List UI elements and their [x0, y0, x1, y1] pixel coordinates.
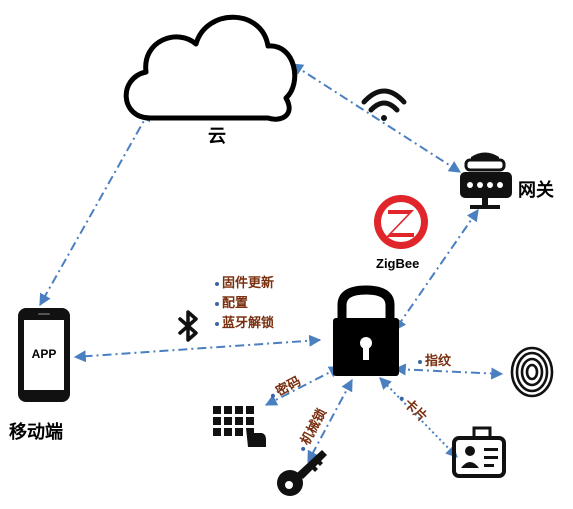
method-label: 指纹 [425, 354, 452, 369]
link-lock-card [379, 377, 458, 458]
fingerprint-label: 指纹 [418, 350, 451, 369]
bullet-dot [215, 301, 219, 306]
keypad-icon [213, 406, 266, 447]
mobile-phone-icon [18, 308, 70, 402]
cloud-label: 云 [208, 126, 226, 147]
bluetooth-icon [178, 310, 198, 342]
feature-label: 固件更新 [222, 276, 275, 291]
bullet-dot [215, 281, 219, 286]
feature-label: 蓝牙解锁 [222, 316, 275, 331]
feature-firmware-update: 固件更新 [215, 272, 274, 291]
feature-config: 配置 [215, 292, 248, 311]
zigbee-logo [374, 195, 428, 249]
zigbee-label: ZigBee [376, 256, 420, 271]
mobile-label: 移动端 [9, 422, 63, 443]
padlock-icon [333, 285, 399, 376]
link-lock-keypad [264, 366, 342, 406]
id-card-icon [452, 426, 506, 478]
link-lock-fingerprint [393, 363, 504, 380]
link-lock-mobile [73, 334, 322, 363]
mobile-screen-text: APP [31, 347, 57, 361]
bullet-dot [215, 321, 219, 326]
key-icon [277, 450, 327, 496]
fingerprint-icon [510, 346, 554, 398]
gateway-label: 网关 [518, 180, 554, 201]
link-cloud-gateway [290, 63, 462, 173]
link-cloud-mobile [39, 108, 151, 307]
link-lock-key [307, 378, 353, 464]
feature-label: 配置 [222, 296, 249, 311]
cloud-icon [123, 14, 298, 122]
bullet-dot [399, 395, 405, 402]
bullet-dot [270, 392, 276, 399]
feature-bluetooth-unlock: 蓝牙解锁 [215, 312, 274, 331]
bullet-dot [418, 359, 422, 364]
link-gateway-lock [394, 209, 479, 331]
gateway-icon [460, 152, 512, 209]
wifi-icon [361, 88, 407, 121]
